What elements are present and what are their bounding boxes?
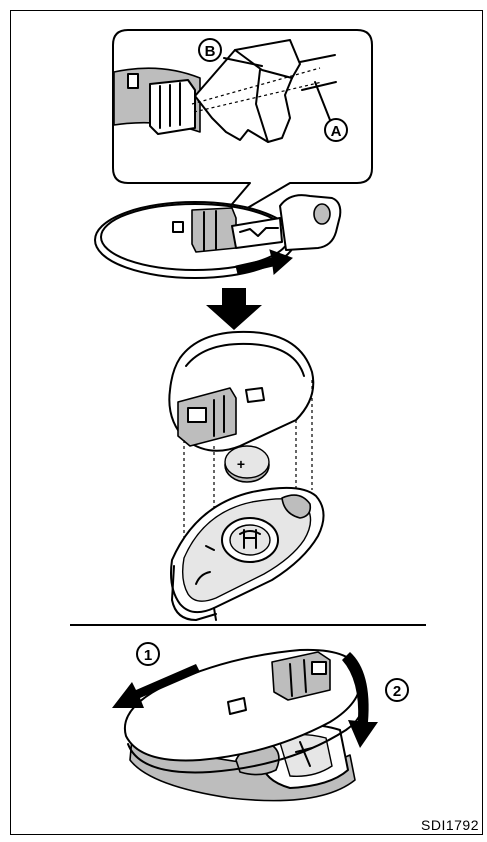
svg-text:2: 2 xyxy=(393,683,401,700)
step-1-badge: 1 xyxy=(137,643,159,665)
down-arrow xyxy=(206,288,262,330)
svg-text:1: 1 xyxy=(144,647,152,664)
svg-text:+: + xyxy=(237,456,245,472)
fob-with-key xyxy=(95,195,340,278)
coin-battery: + xyxy=(225,446,269,482)
svg-text:B: B xyxy=(205,43,216,60)
reference-code: SDI1792 xyxy=(421,817,479,833)
callout-b: B xyxy=(199,39,221,61)
mechanical-key xyxy=(280,195,340,250)
bottom-case xyxy=(171,488,324,620)
svg-text:A: A xyxy=(331,123,342,140)
top-cover xyxy=(169,332,313,451)
separation-view: 1 2 xyxy=(112,643,408,801)
fob-slot-zoom xyxy=(150,80,195,134)
callout-a: A xyxy=(325,119,347,141)
exploded-view: + xyxy=(169,332,323,620)
step-2-badge: 2 xyxy=(386,679,408,701)
